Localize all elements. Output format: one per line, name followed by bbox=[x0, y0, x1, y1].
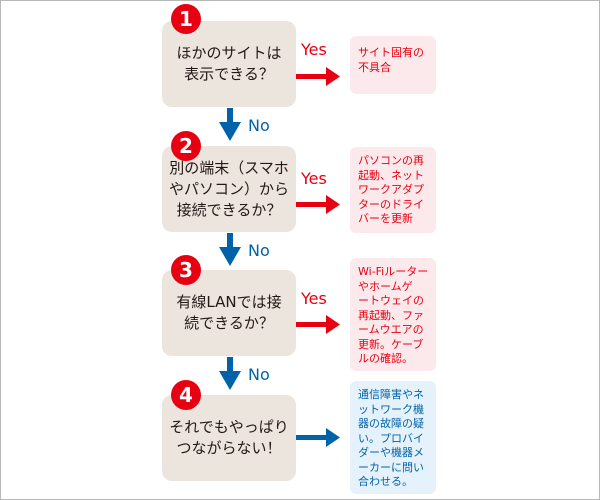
step-3-line-1: 有線LANでは接 bbox=[176, 293, 282, 311]
result-2-line-3: ワークアダプ bbox=[358, 183, 424, 196]
result-4-line-5: ダーや機器メ bbox=[358, 446, 424, 459]
final-arrowhead bbox=[326, 428, 340, 447]
step-3-number-badge: 3 bbox=[171, 255, 201, 285]
step-3-line-2: 続できるか？ bbox=[184, 314, 274, 332]
no-label-1: No bbox=[248, 116, 270, 135]
no-arrow-2 bbox=[227, 233, 233, 251]
step-2-line-1: 別の端末（スマホ bbox=[169, 158, 289, 177]
result-4-line-4: い。プロバイ bbox=[358, 431, 424, 445]
step-2-line-2: やパソコン）から bbox=[168, 179, 289, 198]
step-4-line-1: それでもやっぱり bbox=[169, 418, 289, 436]
result-2-line-1: パソコンの再 bbox=[358, 154, 424, 167]
no-label-3: No bbox=[248, 365, 270, 384]
final-arrow bbox=[296, 435, 330, 440]
result-2-line-4: ターのドライ bbox=[358, 197, 424, 211]
step-4-line-2: つながらない！ bbox=[176, 439, 282, 457]
yes-label-2: Yes bbox=[301, 169, 327, 188]
result-3-line-5: ームウエアの bbox=[358, 323, 424, 336]
result-2-line-2: 起動、ネット bbox=[358, 168, 424, 182]
result-4-line-6: ーカーに問い bbox=[358, 460, 424, 474]
result-3-line-3: ートウェイの bbox=[358, 294, 424, 307]
no-arrowhead-1 bbox=[219, 122, 241, 141]
step-1-line-2: 表示できる？ bbox=[184, 65, 274, 83]
result-4-line-7: 合わせる。 bbox=[358, 475, 413, 488]
result-3-line-1: Wi-Fiルーター bbox=[358, 265, 429, 278]
step-2-line-3: 接続できるか？ bbox=[176, 200, 282, 219]
result-3-box: Wi-Fiルーター やホームゲ ートウェイの 再起動、ファ ームウエアの 更新。… bbox=[350, 258, 436, 371]
result-3-line-4: 再起動、ファ bbox=[358, 308, 424, 322]
result-3-line-7: ルの確認。 bbox=[358, 352, 413, 365]
result-1-line-2: 不具合 bbox=[358, 60, 391, 74]
result-4-box: 通信障害やネ ットワーク機 器の故障の疑 い。プロバイ ダーや機器メ ーカーに問… bbox=[350, 381, 436, 494]
no-arrowhead-2 bbox=[219, 247, 241, 266]
yes-arrow-1 bbox=[296, 74, 330, 79]
result-2-line-5: バーを更新 bbox=[358, 212, 413, 225]
no-arrowhead-3 bbox=[219, 371, 241, 390]
no-arrow-1 bbox=[227, 108, 233, 126]
step-3-box: 有線LANでは接 続できるか？ bbox=[162, 270, 296, 356]
no-arrow-3 bbox=[227, 357, 233, 375]
yes-label-1: Yes bbox=[301, 40, 327, 59]
result-2-box: パソコンの再 起動、ネット ワークアダプ ターのドライ バーを更新 bbox=[350, 147, 436, 233]
yes-arrowhead-1 bbox=[326, 67, 340, 86]
yes-arrowhead-3 bbox=[326, 315, 340, 334]
result-4-line-2: ットワーク機 bbox=[358, 402, 424, 416]
step-1-number-badge: 1 bbox=[171, 4, 201, 34]
result-4-line-1: 通信障害やネ bbox=[358, 388, 424, 401]
step-1-line-1: ほかのサイトは bbox=[176, 44, 282, 62]
yes-arrow-3 bbox=[296, 322, 330, 327]
result-1-box: サイト固有の 不具合 bbox=[350, 36, 436, 94]
step-1-box: ほかのサイトは 表示できる？ bbox=[162, 21, 296, 107]
yes-label-3: Yes bbox=[301, 289, 327, 308]
step-2-number-badge: 2 bbox=[171, 131, 201, 161]
result-1-line-1: サイト固有の bbox=[358, 46, 424, 59]
yes-arrow-2 bbox=[296, 202, 330, 207]
result-3-line-6: 更新。ケーブ bbox=[358, 337, 424, 351]
yes-arrowhead-2 bbox=[326, 195, 340, 214]
result-3-line-2: やホームゲ bbox=[358, 279, 413, 293]
result-4-line-3: 器の故障の疑 bbox=[358, 417, 424, 430]
no-label-2: No bbox=[248, 241, 270, 260]
step-4-number-badge: 4 bbox=[171, 380, 201, 410]
